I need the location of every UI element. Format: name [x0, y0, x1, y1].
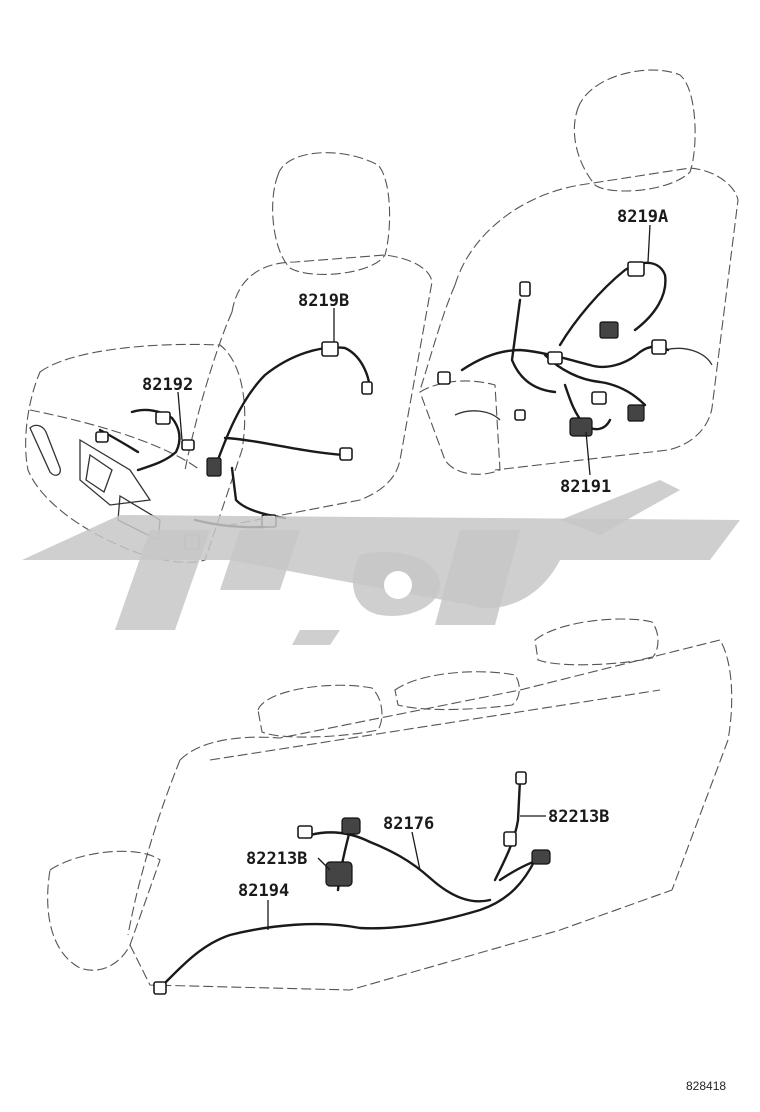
front-seat-right: [419, 69, 739, 475]
logo-watermark: [22, 480, 740, 645]
label-82213b-left: 82213B: [246, 849, 307, 869]
figure-number: 828418: [686, 1079, 726, 1093]
front-seat-left: [25, 152, 433, 563]
label-8219b: 8219B: [298, 291, 349, 311]
label-82213b-right: 82213B: [548, 807, 609, 827]
label-82194: 82194: [238, 881, 289, 901]
leader-lines: [177, 224, 651, 930]
rear-bench-seat: [47, 618, 733, 991]
harness-8219a: [437, 261, 670, 422]
label-82191: 82191: [560, 477, 611, 497]
harness-82192: [95, 408, 195, 472]
label-82192: 82192: [142, 375, 193, 395]
label-8219a: 8219A: [617, 207, 668, 227]
harness-82176: [153, 771, 551, 995]
harness-82191: [563, 383, 612, 437]
label-82176: 82176: [383, 814, 434, 834]
